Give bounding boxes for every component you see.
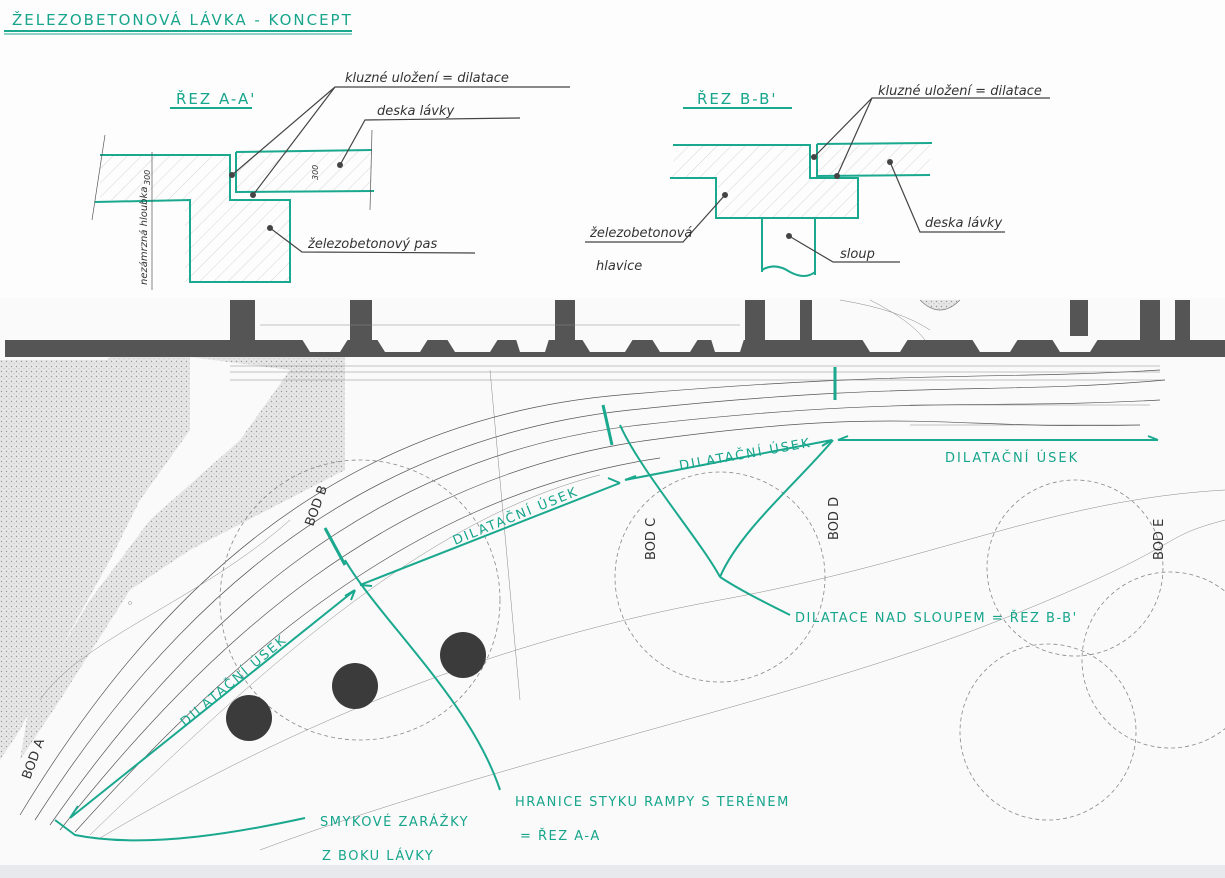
dimension-left: 300 (143, 170, 152, 185)
point-e-label: BOD E (1152, 519, 1167, 560)
column-dilatation-note: DILATACE NAD SLOUPEM = ŘEZ B-B' (795, 610, 1078, 626)
title-text: ŽELEZOBETONOVÁ LÁVKA - KONCEPT (12, 10, 353, 29)
column-head-label-2: hlavice (596, 259, 642, 274)
section-aa-title: ŘEZ A-A' (176, 89, 256, 108)
slab-label-bb: deska lávky (925, 216, 1002, 231)
column-label: sloup (840, 247, 875, 262)
site-plan: DILATAČNÍ ÚSEK DILATAČNÍ ÚSEK DILATAČNÍ … (0, 298, 1225, 878)
ramp-boundary-note-1: HRANICE STYKU RAMPY S TERÉNEM (515, 794, 790, 810)
segment-label-4: DILATAČNÍ ÚSEK (945, 450, 1079, 466)
tree-pit-icon (332, 663, 378, 709)
section-bb-title: ŘEZ B-B' (697, 89, 778, 108)
planters (226, 632, 486, 741)
tree-pit-icon (226, 695, 272, 741)
slab-label: deska lávky (377, 104, 454, 119)
point-c-label: BOD C (644, 518, 659, 560)
section-aa: ŘEZ A-A' 300 300 nezámrzná hloubka kluzn… (91, 71, 570, 290)
sliding-bearing-label-bb: kluzné uložení = dilatace (878, 84, 1042, 99)
ramp-boundary-note-2: = ŘEZ A-A (520, 828, 601, 844)
strip-footing-label: železobetonový pas (307, 237, 437, 252)
section-bb: ŘEZ B-B' kluzné uložení = dilatace deska… (585, 84, 1050, 277)
shear-stops-note-1: SMYKOVÉ ZARÁŽKY (320, 814, 469, 830)
shear-stops-note-2: Z BOKU LÁVKY (322, 848, 434, 864)
sliding-bearing-label: kluzné uložení = dilatace (345, 71, 509, 86)
dimension-right: 300 (311, 165, 320, 180)
tree-pit-icon (440, 632, 486, 678)
point-d-label: BOD D (827, 497, 842, 540)
sheet-title: ŽELEZOBETONOVÁ LÁVKA - KONCEPT (4, 10, 353, 35)
frost-depth-label: nezámrzná hloubka (138, 187, 150, 285)
column-head-label-1: železobetonová (589, 226, 692, 241)
